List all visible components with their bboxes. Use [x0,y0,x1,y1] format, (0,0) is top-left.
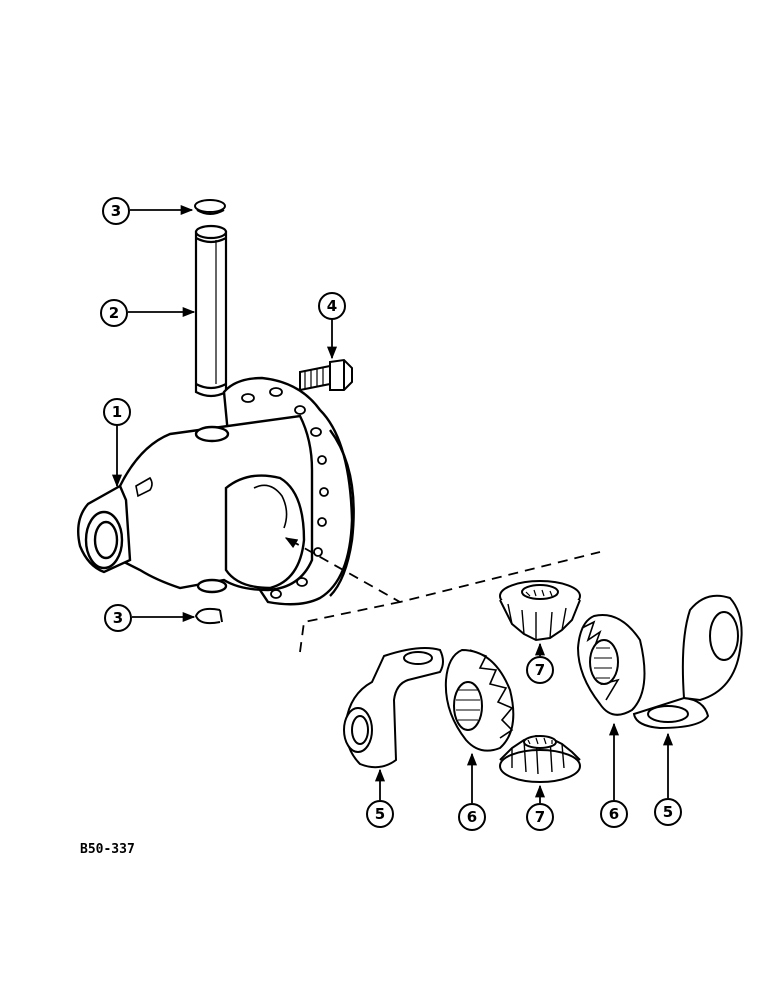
callout-number: 2 [109,304,119,322]
leader-case-window [284,537,299,549]
callout-c5a: 5 [366,800,394,828]
pinion-gear-bottom-illustration [499,734,581,783]
snap-ring-bottom-illustration [194,607,223,625]
thrust-washer-left-illustration [343,647,444,769]
differential-case-illustration [77,376,355,606]
callout-number: 7 [535,661,545,679]
callout-c7a: 7 [526,656,554,684]
exploded-view-guide-line [289,539,601,653]
callout-number: 6 [609,805,619,823]
figure-code: B50-337 [80,842,135,857]
callout-number: 3 [113,609,123,627]
callout-number: 5 [375,805,385,823]
pinion-gear-top-illustration [499,580,581,642]
side-gear-right-illustration [576,614,646,716]
callout-leaders [111,204,674,803]
callout-c2: 2 [100,299,128,327]
callout-c6b: 6 [600,800,628,828]
snap-ring-top-illustration [194,199,226,215]
callout-number: 7 [535,808,545,826]
callout-number: 1 [112,403,122,421]
thrust-washer-right-illustration [632,594,743,730]
callout-c4: 4 [318,292,346,320]
callout-c5b: 5 [654,798,682,826]
callout-number: 4 [327,297,337,315]
callout-c7b: 7 [526,803,554,831]
callout-c3a: 3 [102,197,130,225]
pinion-shaft-illustration [194,224,228,398]
callout-number: 5 [663,803,673,821]
callout-number: 3 [111,202,121,220]
callout-c6a: 6 [458,803,486,831]
callout-c3b: 3 [104,604,132,632]
callout-c1: 1 [103,398,131,426]
callout-number: 6 [467,808,477,826]
lock-bolt-illustration [299,358,353,392]
side-gear-left-illustration [444,648,515,752]
